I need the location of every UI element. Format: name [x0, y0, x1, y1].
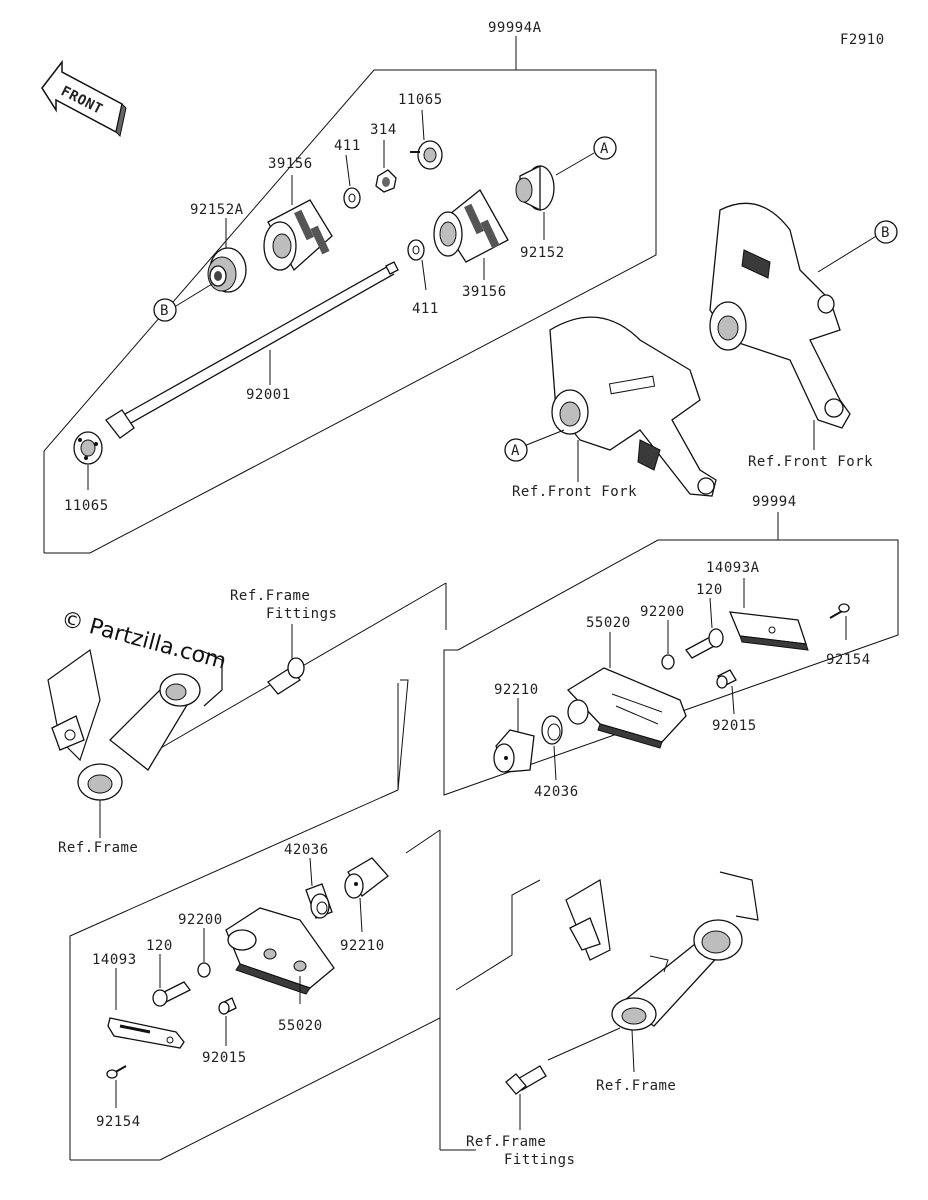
part-92152-spacer [515, 164, 555, 212]
part-92015-collar-left [218, 997, 237, 1015]
callout-B-top [874, 220, 898, 244]
part-120-bolt-left [152, 981, 191, 1007]
label-120-right: 120 [696, 582, 723, 598]
kit-box-right [443, 539, 899, 796]
frame-right-lower [565, 871, 759, 1031]
part-120-bolt-right [685, 628, 724, 659]
label-92210-left: 92210 [340, 938, 385, 954]
callout-A-top-text: A [600, 141, 609, 157]
part-14093A-plate [728, 611, 809, 651]
part-92200-washer-left [197, 962, 211, 978]
label-411-bottom: 411 [412, 301, 439, 317]
label-42036-right: 42036 [534, 784, 579, 800]
callout-A-top [593, 136, 617, 160]
label-92154-right: 92154 [826, 652, 871, 668]
label-92015-left: 92015 [202, 1050, 247, 1066]
front-arrow-icon: FRONT [41, 59, 127, 138]
label-92001: 92001 [246, 387, 291, 403]
part-92001-bolt [105, 261, 399, 439]
label-11065-top: 11065 [398, 92, 443, 108]
part-55020-slider-right [566, 667, 687, 749]
label-92152A: 92152A [190, 202, 244, 218]
part-92200-washer-right [661, 654, 675, 670]
watermark-text: © Partzilla.com [58, 607, 228, 675]
ref-frame-1: Ref.Frame [58, 840, 138, 856]
ref-frame-fittings-1-line2: Fittings [266, 606, 337, 622]
part-39156-slider-left [263, 199, 333, 272]
label-92200-right: 92200 [640, 604, 685, 620]
part-42036-rubber-left [305, 883, 333, 919]
callout-B-left [153, 298, 177, 322]
diagram-code: F2910 [840, 32, 885, 48]
callout-A-fork [504, 438, 528, 462]
frame-fitting-bolt-2 [505, 1065, 547, 1095]
part-42036-rubber-right [541, 715, 563, 745]
part-92154-screw-right [829, 603, 850, 619]
ref-frame-fittings-2-line1: Ref.Frame [466, 1134, 546, 1150]
part-39156-slider-right [433, 189, 509, 263]
front-fork-bracket-left [549, 316, 717, 497]
label-11065-bottom: 11065 [64, 498, 109, 514]
ref-front-fork-2: Ref.Front Fork [748, 454, 873, 470]
label-92210-right: 92210 [494, 682, 539, 698]
part-92154-screw-left [106, 1065, 127, 1079]
label-39156-left: 39156 [268, 156, 313, 172]
kit-label-99994: 99994 [752, 494, 797, 510]
label-42036-left: 42036 [284, 842, 329, 858]
ref-frame-fittings-2-line2: Fittings [504, 1152, 575, 1168]
frame-left-upper [47, 648, 223, 801]
label-411-top: 411 [334, 138, 361, 154]
part-314-nut [375, 169, 397, 193]
kit-box-upper [43, 69, 657, 554]
label-92154-left: 92154 [96, 1114, 141, 1130]
part-92015-collar-right [716, 669, 737, 689]
label-92015-right: 92015 [712, 718, 757, 734]
label-14093A: 14093A [706, 560, 760, 576]
front-fork-bracket-right [709, 202, 851, 429]
label-14093: 14093 [92, 952, 137, 968]
part-11065-clip-top [410, 140, 443, 170]
ref-frame-fittings-1-line1: Ref.Frame [230, 588, 310, 604]
label-120-left: 120 [146, 938, 173, 954]
label-55020-left: 55020 [278, 1018, 323, 1034]
label-39156-right: 39156 [462, 284, 507, 300]
callout-A-fork-text: A [511, 443, 520, 459]
kit-box-left [69, 679, 409, 1160]
label-314: 314 [370, 122, 397, 138]
part-55020-slider-left [225, 907, 335, 995]
part-11065-clip-bottom [73, 431, 103, 465]
callout-B-left-text: B [160, 303, 169, 319]
label-55020-right: 55020 [586, 615, 631, 631]
frame-fitting-bolt-1 [267, 657, 305, 695]
kit-label-99994A: 99994A [488, 20, 542, 36]
ref-frame-2: Ref.Frame [596, 1078, 676, 1094]
label-92152: 92152 [520, 245, 565, 261]
part-92210-spacer-right [493, 729, 535, 773]
ref-front-fork-1: Ref.Front Fork [512, 484, 637, 500]
part-92152A-spacer [207, 247, 247, 293]
part-14093-plate-left [107, 1017, 185, 1049]
label-92200-left: 92200 [178, 912, 223, 928]
callout-B-top-text: B [881, 225, 890, 241]
part-92210-spacer-left [344, 857, 389, 899]
